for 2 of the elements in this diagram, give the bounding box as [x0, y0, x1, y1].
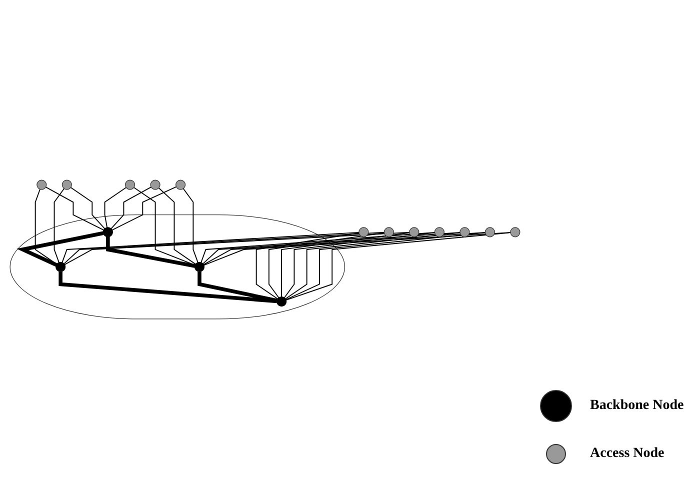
legend-label: Backbone Node: [590, 398, 684, 414]
legend-label: Access Node: [590, 446, 664, 462]
